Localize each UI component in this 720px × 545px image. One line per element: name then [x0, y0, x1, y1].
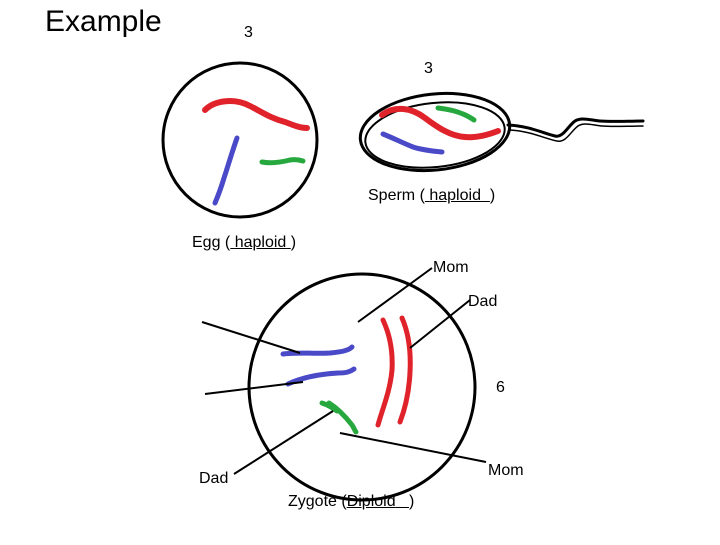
egg-chromosome-red: [202, 98, 310, 131]
sperm-cell: [358, 91, 645, 173]
sperm-label: Sperm ( haploid ): [368, 187, 495, 205]
zygote-chromosome-blue-1: [280, 344, 355, 357]
zygote-label-prefix: Zygote (: [288, 493, 347, 510]
pointer-dad-right: [409, 299, 471, 349]
zygote-cell: [201, 267, 487, 502]
label-dad-right: Dad: [468, 293, 498, 310]
sperm-chromosome-blue: [380, 131, 445, 155]
zygote-chromosome-blue-2: [285, 366, 357, 387]
label-mom-top: Mom: [433, 259, 469, 276]
sperm-tail-edge: [509, 123, 644, 142]
pointer-blue-2: [204, 381, 304, 395]
sperm-tail: [506, 117, 645, 138]
sperm-answer: haploid: [429, 187, 481, 204]
sperm-chromosome-red: [379, 105, 501, 141]
egg-chromosome-count: 3: [244, 24, 253, 41]
zygote-label: Zygote (Diploid ): [288, 493, 414, 511]
label-dad-left: Dad: [199, 470, 229, 487]
zygote-chromosome-count: 6: [496, 379, 505, 396]
pointer-blue-1: [201, 321, 301, 354]
pointer-mom-bottom: [339, 432, 487, 463]
egg-label-prefix: Egg (: [192, 234, 231, 251]
label-mom-bottom: Mom: [488, 462, 524, 479]
sperm-label-prefix: Sperm (: [368, 187, 425, 204]
egg-membrane: [161, 61, 319, 219]
zygote-chromosome-green-2: [326, 400, 359, 435]
egg-label-suffix: ): [290, 234, 297, 251]
sperm-label-suffix: ): [489, 187, 496, 204]
egg-label-answer: haploid: [230, 234, 291, 251]
zygote-answer: Diploid: [346, 493, 396, 510]
zygote-chromosome-red-2: [397, 315, 413, 425]
zygote-label-answer: Diploid: [347, 493, 409, 510]
sperm-head-inner: [364, 101, 506, 169]
egg-cell: [161, 61, 319, 219]
page-title: Example: [45, 5, 162, 38]
pointer-dad-left: [233, 410, 334, 475]
zygote-label-suffix: ): [408, 493, 415, 510]
egg-chromosome-green: [259, 157, 306, 166]
egg-label: Egg ( haploid ): [192, 234, 296, 252]
sperm-chromosome-count: 3: [424, 60, 433, 77]
zygote-chromosome-red-1: [375, 317, 395, 428]
egg-answer: haploid: [234, 234, 287, 251]
sperm-label-answer: haploid: [425, 187, 490, 204]
egg-chromosome-blue: [212, 135, 240, 206]
zygote-membrane: [247, 272, 477, 502]
pointer-mom-top: [357, 267, 433, 323]
sperm-chromosome-green: [435, 105, 477, 123]
